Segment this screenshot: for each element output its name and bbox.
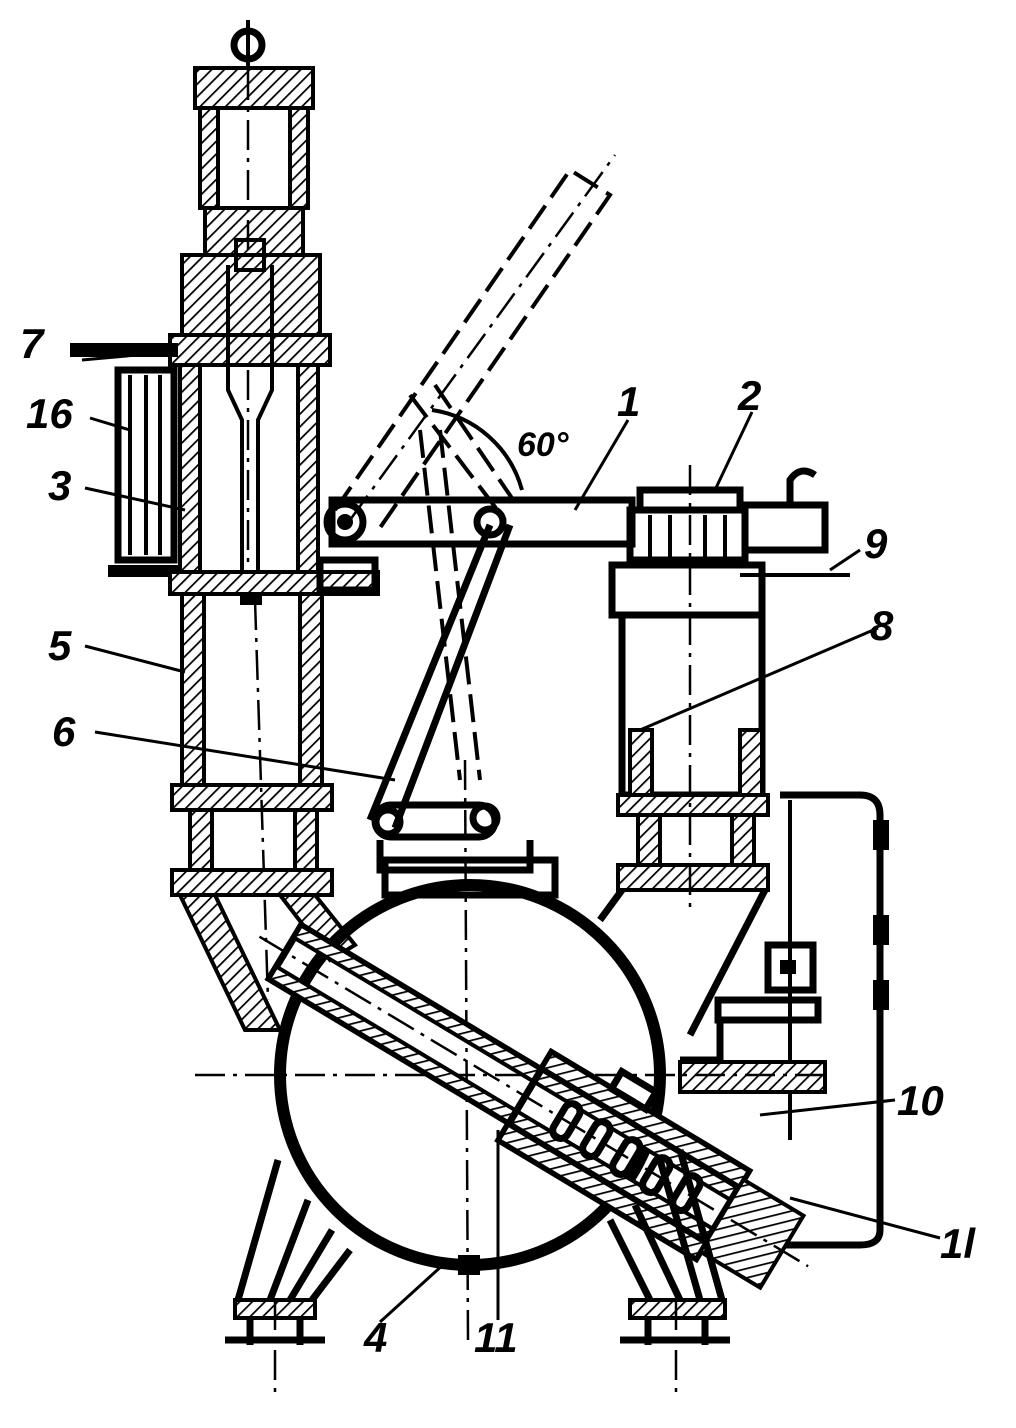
label-11: 11 (474, 1314, 518, 1361)
label-8: 8 (870, 602, 894, 649)
upper-cylinder (168, 238, 332, 605)
lower-cylinder (170, 592, 334, 1001)
tilted-tube (258, 920, 809, 1291)
label-1: 1 (617, 378, 640, 425)
label-9: 9 (864, 520, 888, 567)
label-5: 5 (48, 622, 72, 669)
angle-label: 60° (517, 426, 569, 464)
label-7: 7 (20, 320, 45, 367)
main-sphere (195, 879, 830, 1275)
label-6: 6 (52, 708, 76, 755)
top-cap-assembly (193, 20, 315, 600)
right-column (597, 465, 850, 1037)
label-1l: 1l (940, 1220, 976, 1267)
handle-lever: 60° (333, 154, 617, 537)
leader-lines (81, 350, 941, 1324)
label-2: 2 (737, 372, 761, 419)
label-10: 10 (897, 1077, 944, 1124)
label-3: 3 (48, 462, 71, 509)
side-housing (678, 791, 889, 1249)
callout-labels: 7 16 3 5 6 1 2 9 8 10 1l 4 11 (20, 320, 976, 1361)
label-16: 16 (26, 390, 73, 437)
side-box-16 (70, 343, 178, 577)
label-4: 4 (363, 1314, 387, 1361)
linkage-6 (366, 383, 559, 1341)
support-legs (225, 1149, 730, 1400)
